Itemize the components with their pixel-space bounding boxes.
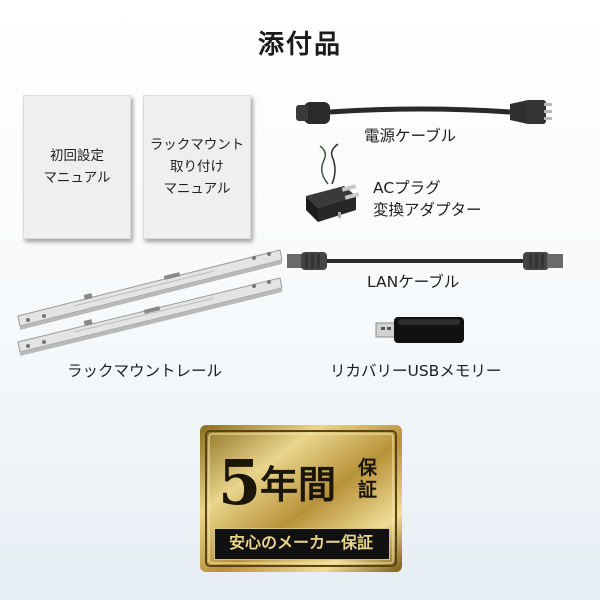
- warranty-unit: 年間: [260, 462, 337, 507]
- lan-cable-icon: [287, 252, 563, 270]
- page-title: 添付品: [257, 30, 342, 60]
- ac-adapter-icon: [306, 143, 360, 222]
- manual-initial-setup: 初回設定 マニュアル: [23, 95, 131, 239]
- warranty-subtitle-band: [214, 528, 390, 560]
- ac-adapter-label: ACプラグ 変換アダプター: [373, 179, 482, 219]
- warranty-subtitle: 安心のメーカー保証: [228, 533, 373, 552]
- usb-memory-label: リカバリーUSBメモリー: [330, 362, 502, 380]
- power-cable-label: 電源ケーブル: [364, 127, 457, 145]
- lan-cable-label: LANケーブル: [367, 273, 460, 291]
- power-cable-icon: [296, 100, 552, 124]
- warranty-seal-text: 5 年間 保証: [214, 447, 384, 527]
- warranty-suffix: 保証: [358, 457, 378, 501]
- rack-rail-label: ラックマウントレール: [67, 362, 223, 380]
- manual-rack-mount: ラックマウント 取り付け マニュアル: [143, 95, 251, 239]
- rack-rail-icon: [17, 249, 283, 356]
- usb-memory-icon: [375, 317, 464, 343]
- warranty-years: 5: [218, 446, 262, 519]
